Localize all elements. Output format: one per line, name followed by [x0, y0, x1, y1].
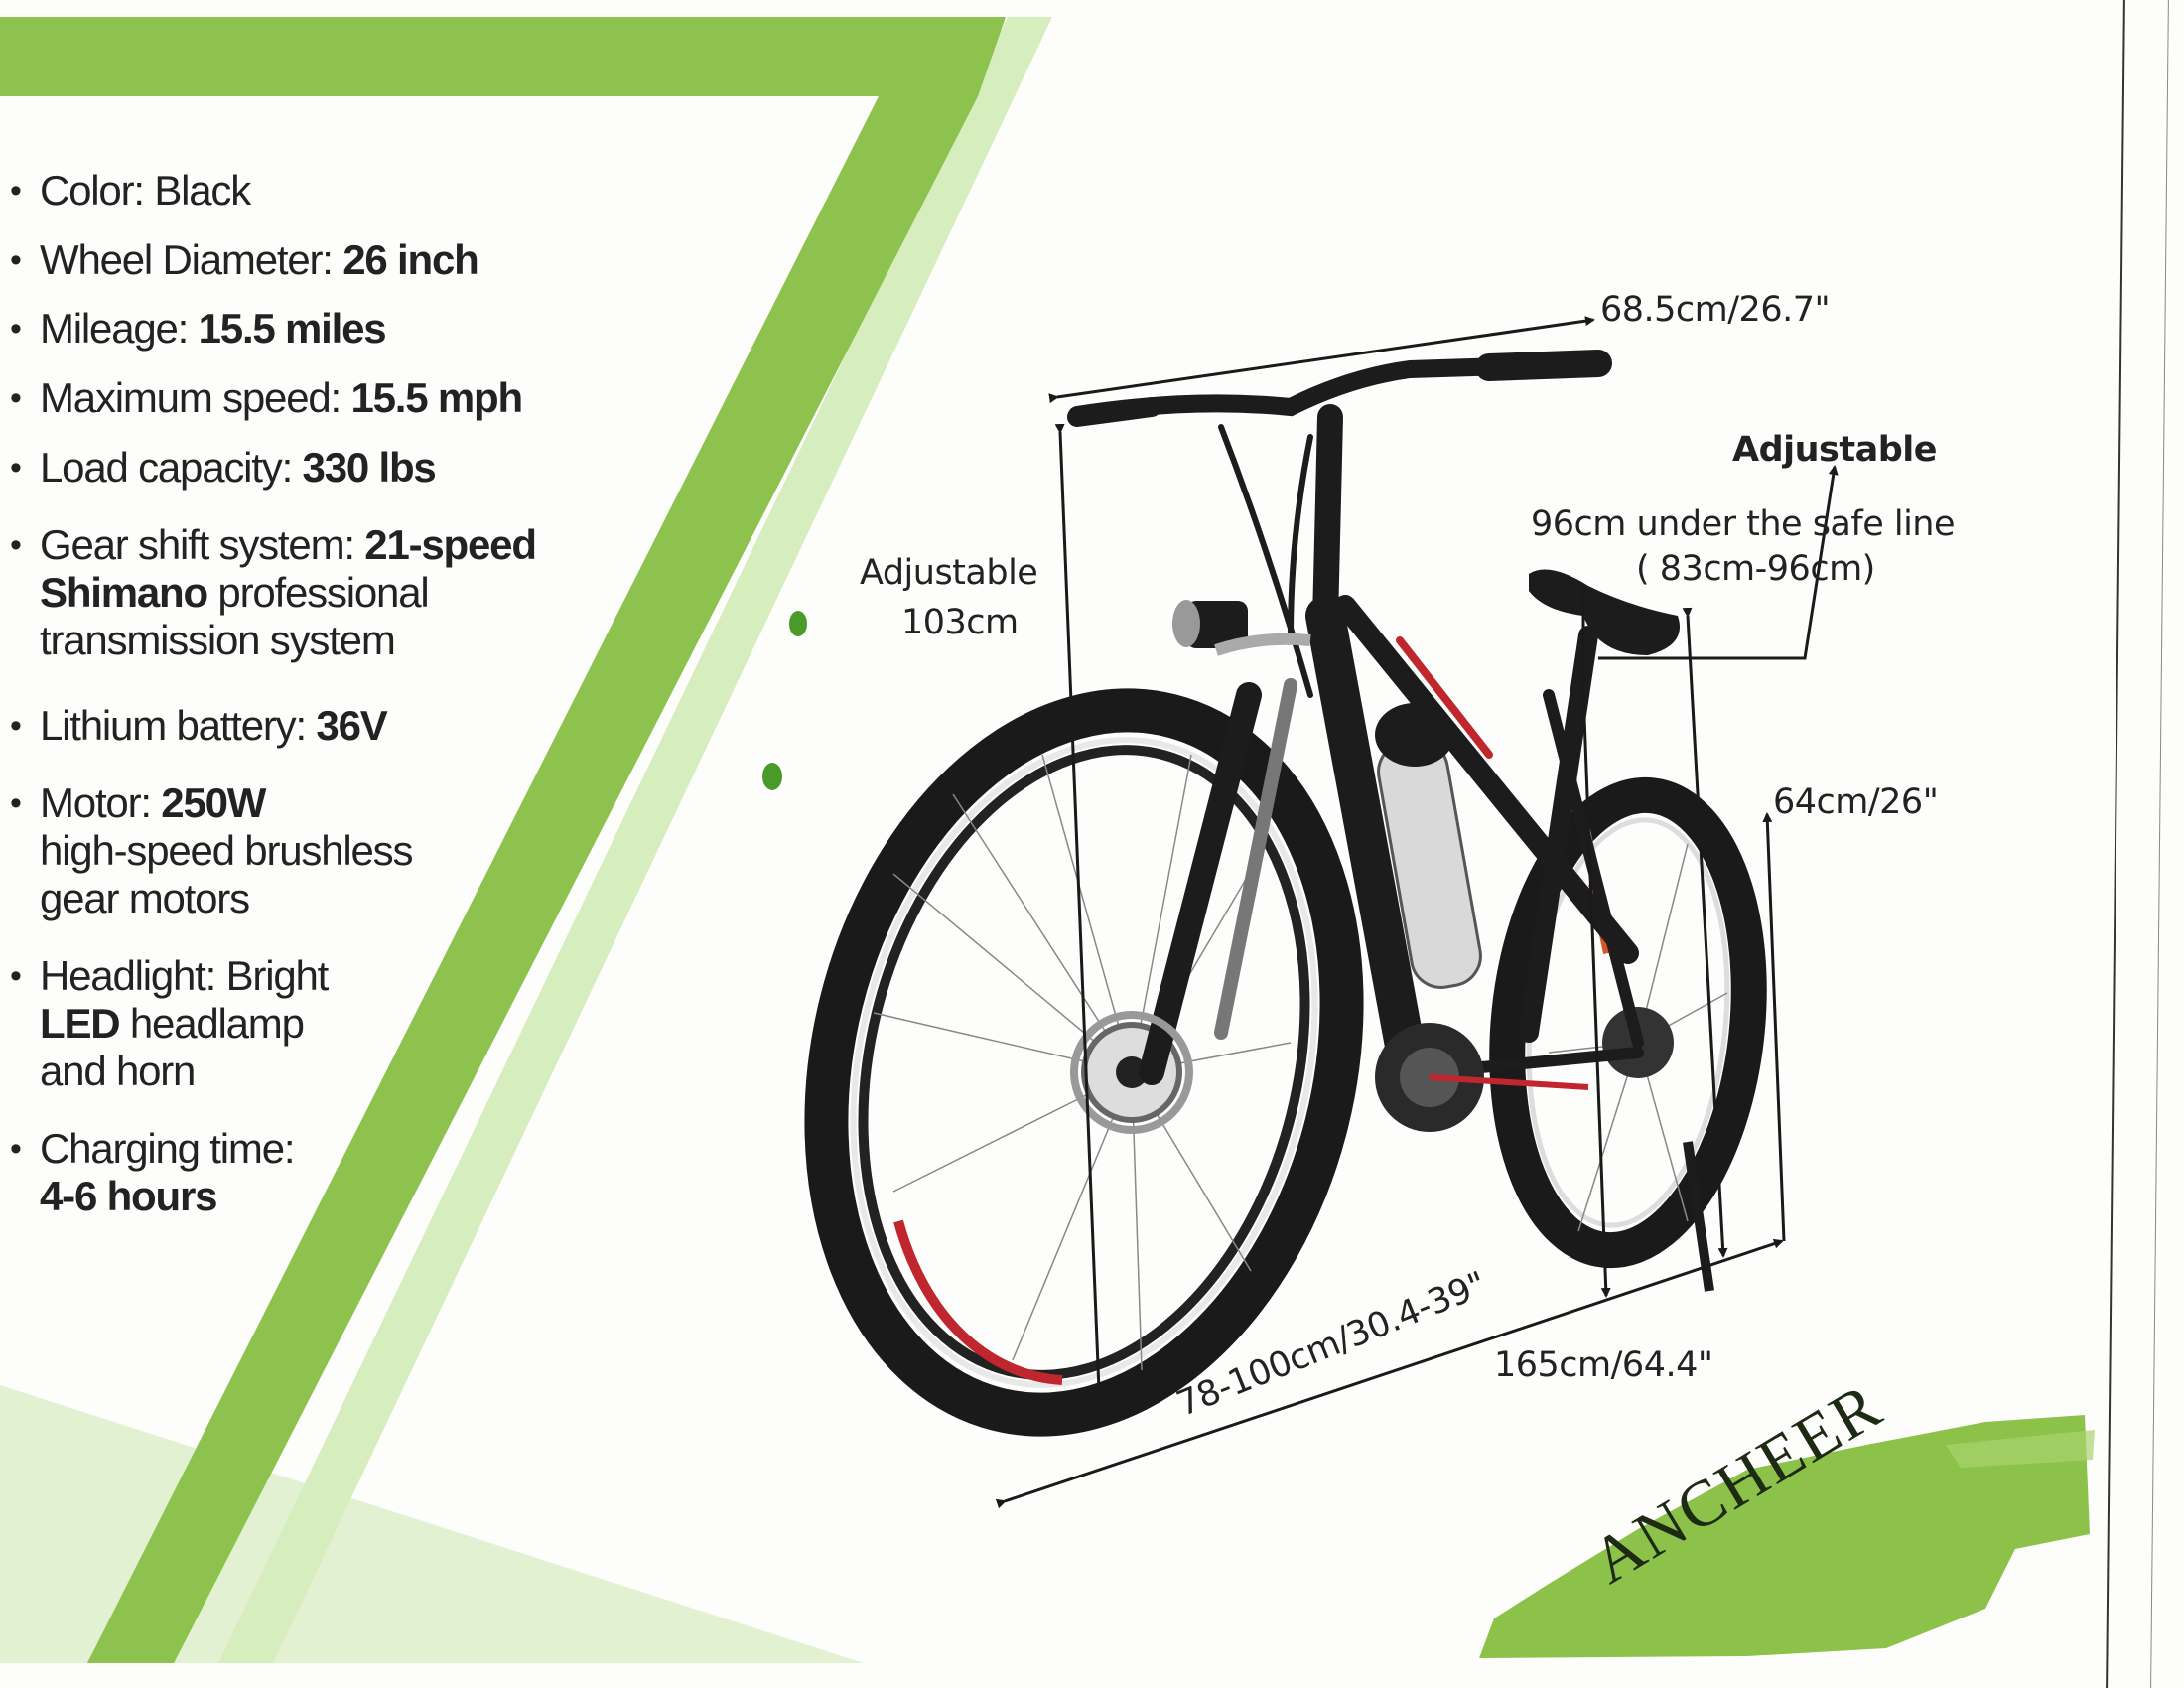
- seat-adjustable-title: Adjustable: [1732, 430, 1938, 470]
- wheel-height-arrow: [1762, 812, 1786, 1242]
- spec-item-mileage: Mileage: 15.5 miles: [10, 305, 625, 352]
- spec-item-wheel-diameter: Wheel Diameter: 26 inch: [10, 236, 625, 284]
- spec-list: Color: Black Wheel Diameter: 26 inch Mil…: [10, 167, 625, 1220]
- wheel-height-label: 64cm/26": [1773, 782, 1939, 822]
- green-top-band: [0, 17, 1006, 96]
- seat-range-label: ( 83cm-96cm): [1636, 549, 1875, 589]
- headlight: [1172, 600, 1311, 656]
- height-arrow: [1054, 423, 1105, 1417]
- battery: [1375, 703, 1482, 989]
- handlebar-width-label: 68.5cm/26.7": [1600, 290, 1831, 330]
- spec-item-battery: Lithium battery: 36V: [10, 702, 625, 750]
- crankset: [1375, 1023, 1589, 1132]
- spec-item-headlight: Headlight: Bright LED headlamp and horn: [10, 952, 625, 1095]
- spec-item-max-speed: Maximum speed: 15.5 mph: [10, 374, 625, 422]
- frame: [1067, 350, 1644, 1092]
- light-green-stripe: [218, 17, 1052, 1663]
- total-length-arrow: [995, 1238, 1784, 1509]
- spec-item-load-capacity: Load capacity: 330 lbs: [10, 444, 625, 492]
- spec-item-motor: Motor: 250W high-speed brushless gear mo…: [10, 779, 625, 922]
- total-length-label: 165cm/64.4": [1494, 1345, 1713, 1385]
- saddle: [1529, 569, 1680, 655]
- height-value-label: 103cm: [901, 603, 1019, 642]
- height-adjustable-title: Adjustable: [860, 553, 1038, 593]
- adjustable-leader-line: [1598, 465, 1839, 660]
- spec-item-charging-time: Charging time: 4-6 hours: [10, 1125, 625, 1220]
- spec-item-color: Color: Black: [10, 167, 625, 214]
- handlebar-width-arrow: [1048, 316, 1595, 404]
- seat-height-arrow: [1682, 607, 1728, 1258]
- seat-ground-arrow: [1581, 689, 1611, 1298]
- spec-item-gear-shift: Gear shift system: 21-speed Shimano prof…: [10, 521, 625, 664]
- brand-brush-swatch: [1479, 1415, 2090, 1658]
- seat-safe-line-label: 96cm under the safe line: [1531, 504, 1956, 544]
